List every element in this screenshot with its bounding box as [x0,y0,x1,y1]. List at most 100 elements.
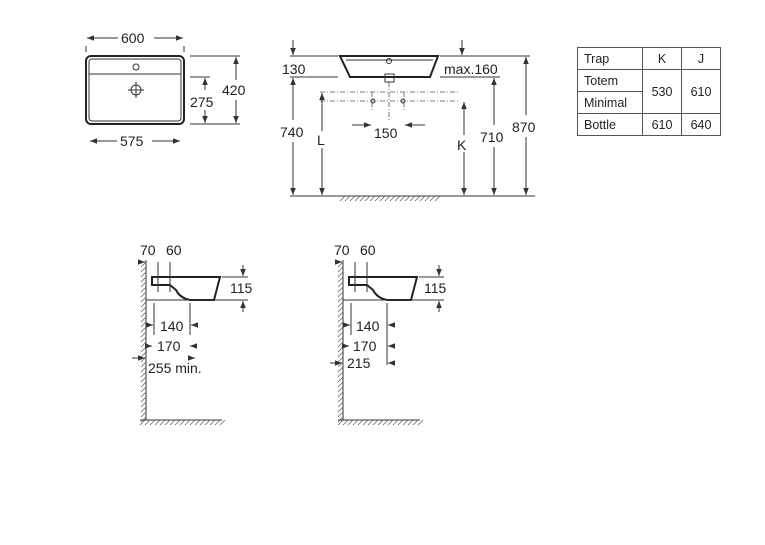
header-trap: Trap [577,47,643,70]
dim-70: 70 [140,242,156,258]
dim-60: 60 [360,242,376,258]
hatch-stroke [140,351,147,358]
basin-side-profile [151,276,222,301]
hatch-stroke [140,406,147,413]
table-row: Bottle 610 640 [577,113,721,136]
hatch-stroke [337,341,344,348]
hatch-stroke [337,406,344,413]
waste-outlet [384,73,395,83]
hatch-stroke [139,419,146,426]
hatch-stroke [140,311,147,318]
hatch-stroke [337,266,344,273]
basin-front-profile [338,55,440,78]
hatch-stroke [419,195,426,202]
hatch-stroke [169,419,176,426]
dim-width-outer: 600 [121,30,145,46]
hatch-stroke [140,326,147,333]
hatch-stroke [362,419,369,426]
hatch-stroke [417,419,424,426]
header-k: K [642,47,682,70]
wall-hatch [140,261,147,423]
trap-table: Trap K J Totem 530 610 Minimal Bottle 61… [577,47,721,136]
front-view: 130 max.160 740 L 150 K 710 870 [280,40,536,202]
tap-hole [132,63,140,71]
hatch-stroke [337,386,344,393]
hatch-stroke [140,291,147,298]
hatch-stroke [184,419,191,426]
hatch-stroke [194,419,201,426]
hatch-stroke [382,419,389,426]
hatch-stroke [349,195,356,202]
hatch-stroke [369,195,376,202]
hatch-stroke [140,396,147,403]
hatch-stroke [337,261,344,268]
front-tap-hole [386,58,392,64]
hatch-stroke [140,261,147,268]
hatch-stroke [209,419,216,426]
hatch-stroke [337,321,344,328]
dim-height-740: 740 [280,124,304,140]
hatch-stroke [140,266,147,273]
hatch-stroke [140,301,147,308]
hatch-stroke [179,419,186,426]
row-j: 640 [681,113,721,136]
row-k: 610 [642,113,682,136]
hatch-stroke [140,306,147,313]
hatch-stroke [149,419,156,426]
row-j: 610 [681,69,721,114]
hatch-stroke [337,306,344,313]
header-j: J [681,47,721,70]
dim-140: 140 [160,318,184,334]
table-row: Totem 530 610 [577,69,721,114]
hatch-stroke [199,419,206,426]
hatch-stroke [140,381,147,388]
side-view-right: 70 60 115 140 170 215 [330,242,447,426]
hatch-stroke [377,419,384,426]
hatch-stroke [140,286,147,293]
hatch-stroke [140,391,147,398]
hatch-stroke [337,411,344,418]
dim-max: max.160 [444,61,498,77]
hatch-stroke [337,419,344,426]
hatch-stroke [337,296,344,303]
hatch-stroke [140,401,147,408]
dim-60: 60 [166,242,182,258]
hatch-stroke [337,316,344,323]
hatch-stroke [140,276,147,283]
dim-depth-outer: 420 [222,82,246,98]
hatch-stroke [347,419,354,426]
hatch-stroke [392,419,399,426]
hatch-stroke [164,419,171,426]
hatch-stroke [397,419,404,426]
hatch-stroke [140,341,147,348]
hatch-stroke [344,195,351,202]
floor-hatch [339,195,441,202]
label-K: K [457,137,467,153]
wall-hatch [337,261,344,423]
hatch-stroke [337,366,344,373]
hatch-stroke [434,195,441,202]
dim-width-inner: 575 [120,133,144,149]
hatch-stroke [140,411,147,418]
hatch-stroke [354,195,361,202]
hatch-stroke [337,376,344,383]
dim-rim-height: 130 [282,61,306,77]
hatch-stroke [140,316,147,323]
hatch-stroke [140,321,147,328]
hatch-stroke [337,371,344,378]
hatch-stroke [154,419,161,426]
basin-side-profile [348,276,419,301]
hatch-stroke [429,195,436,202]
hatch-stroke [402,419,409,426]
dim-height-870: 870 [512,119,536,135]
hatch-stroke [357,419,364,426]
label-L: L [317,132,325,148]
hatch-stroke [337,311,344,318]
hatch-stroke [409,195,416,202]
hatch-stroke [140,296,147,303]
drain-icon [128,82,144,98]
hatch-stroke [159,419,166,426]
dim-140: 140 [356,318,380,334]
hatch-stroke [337,356,344,363]
floor-hatch [139,419,226,426]
